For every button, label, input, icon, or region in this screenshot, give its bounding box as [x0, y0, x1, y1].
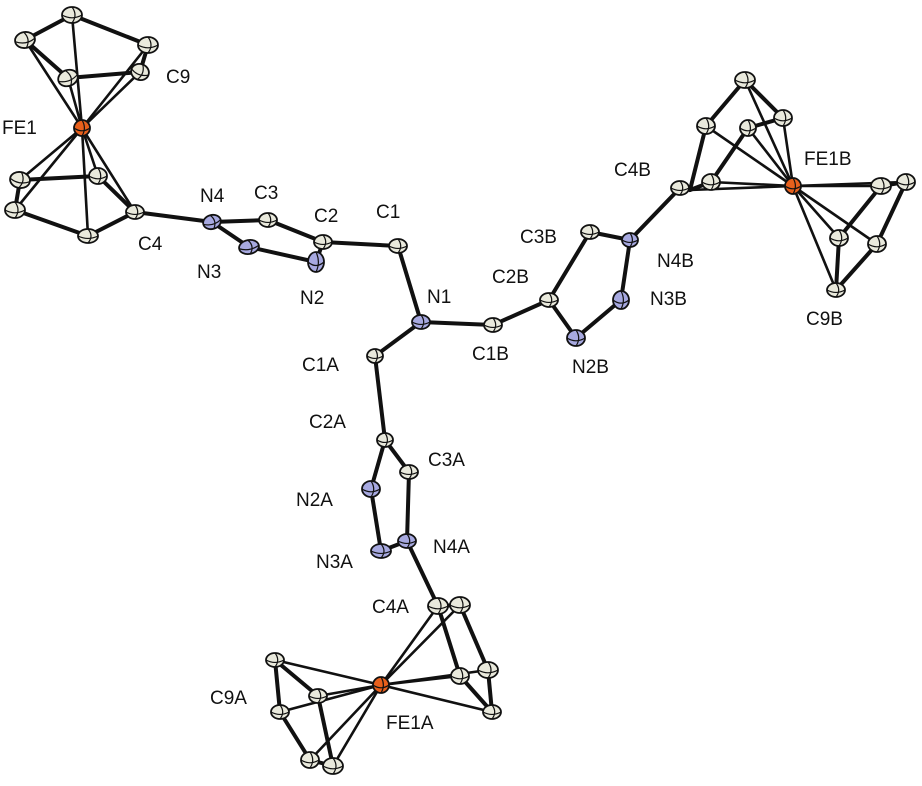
label-c1: C1 [376, 202, 400, 223]
label-n1: N1 [427, 287, 451, 308]
atom-fe1-cp-c-6 [9, 171, 31, 189]
atom-c9b [826, 282, 846, 298]
atom-c3a [399, 464, 419, 480]
atom-c2a [376, 432, 394, 448]
atom-c9a [270, 704, 290, 720]
label-n4: N4 [200, 186, 225, 207]
atom-fe1a-cp-c-3 [482, 704, 502, 720]
label-c9b: C9B [806, 309, 843, 330]
atom-labels: FE1 C9 C4 N4 C3 C2 C1 N3 N2 N1 C1A C2A C… [2, 67, 852, 734]
label-c4: C4 [138, 234, 163, 255]
label-c3b: C3B [520, 227, 557, 248]
atom-fe1b-cp-c-4 [739, 119, 757, 137]
atom-fe1a-cp-c-1 [449, 596, 471, 614]
label-fe1: FE1 [2, 118, 37, 139]
label-fe1a: FE1A [386, 713, 434, 734]
atom-fe1-cp-c-4 [130, 62, 150, 82]
label-c2a: C2A [309, 412, 346, 433]
label-c2b: C2B [492, 267, 529, 288]
atom-c4b [670, 180, 690, 196]
atom-fe1b-cp-c-2 [734, 71, 756, 89]
atom-n1 [411, 314, 431, 330]
atom-fe1-cp-c-1 [14, 31, 36, 49]
label-c4b: C4B [614, 160, 651, 181]
atom-fe1-cp-c-10 [88, 167, 108, 185]
atom-fe1b-cp-c-8 [867, 235, 887, 253]
atom-fe1-cp-c-8 [77, 228, 99, 244]
label-n2: N2 [300, 288, 324, 309]
atom-c2 [313, 234, 333, 250]
atom-c9 [137, 36, 159, 54]
label-n3a: N3A [316, 552, 353, 573]
atom-n4b [621, 232, 639, 248]
label-n2a: N2A [296, 490, 333, 511]
atom-c1b [483, 317, 503, 333]
atom-fe1b-cp-c-5 [701, 173, 721, 191]
fe1a-cp-bonds [273, 603, 494, 768]
atom-fe1a-cp-c-4 [450, 667, 470, 685]
atom-fe1a-cp-c-5 [265, 652, 285, 668]
label-fe1b: FE1B [804, 149, 852, 170]
atom-fe1a-cp-c-8 [322, 757, 344, 775]
label-c3a: C3A [428, 450, 465, 471]
atom-n3a [370, 543, 392, 559]
label-n4a: N4A [433, 537, 470, 558]
atom-fe1b-cp-c-1 [696, 117, 716, 135]
atom-n2 [307, 251, 325, 273]
atom-fe1a-cp-c-7 [300, 751, 320, 769]
atom-c4a [427, 597, 449, 615]
label-n3: N3 [197, 262, 221, 283]
ferrocene-fe1a [273, 603, 494, 768]
label-c4a: C4A [372, 597, 409, 618]
atom-fe1 [73, 119, 91, 137]
atom-n3 [238, 238, 260, 256]
label-c2: C2 [314, 206, 338, 227]
atom-c1a [366, 348, 384, 364]
atom-fe1-cp-c-7 [4, 201, 26, 219]
atom-c1 [388, 238, 408, 254]
atom-c3 [258, 212, 278, 228]
atom-fe1b-cp-c-3 [773, 109, 793, 127]
atom-fe1a-cp-c-6 [308, 688, 328, 704]
atom-fe1b-cp-c-7 [896, 173, 916, 191]
atom-fe1b [784, 177, 802, 195]
label-c1a: C1A [302, 355, 339, 376]
atom-n3b [612, 290, 630, 310]
atom-c3b [580, 224, 600, 240]
label-c3: C3 [254, 183, 278, 204]
label-n4b: N4B [657, 251, 694, 272]
atom-fe1-cp-c-2 [61, 6, 83, 24]
label-c9: C9 [166, 67, 190, 88]
label-c1b: C1B [472, 344, 509, 365]
atom-c4 [125, 204, 145, 220]
atom-n2a [361, 480, 381, 498]
atom-fe1b-cp-c-6 [870, 177, 892, 195]
label-n2b: N2B [572, 357, 609, 378]
label-n3b: N3B [650, 289, 687, 310]
atom-n4a [397, 533, 417, 549]
atom-fe1b-cp-c-10 [829, 229, 849, 247]
atom-fe1-cp-c-5 [57, 68, 79, 88]
atom-n2b [566, 329, 586, 347]
atoms-layer [4, 6, 916, 775]
atom-n4 [202, 213, 222, 231]
atom-c2b [539, 292, 559, 308]
atom-fe1a [372, 676, 390, 694]
label-c9a: C9A [210, 688, 247, 709]
atom-fe1a-cp-c-2 [477, 661, 499, 679]
